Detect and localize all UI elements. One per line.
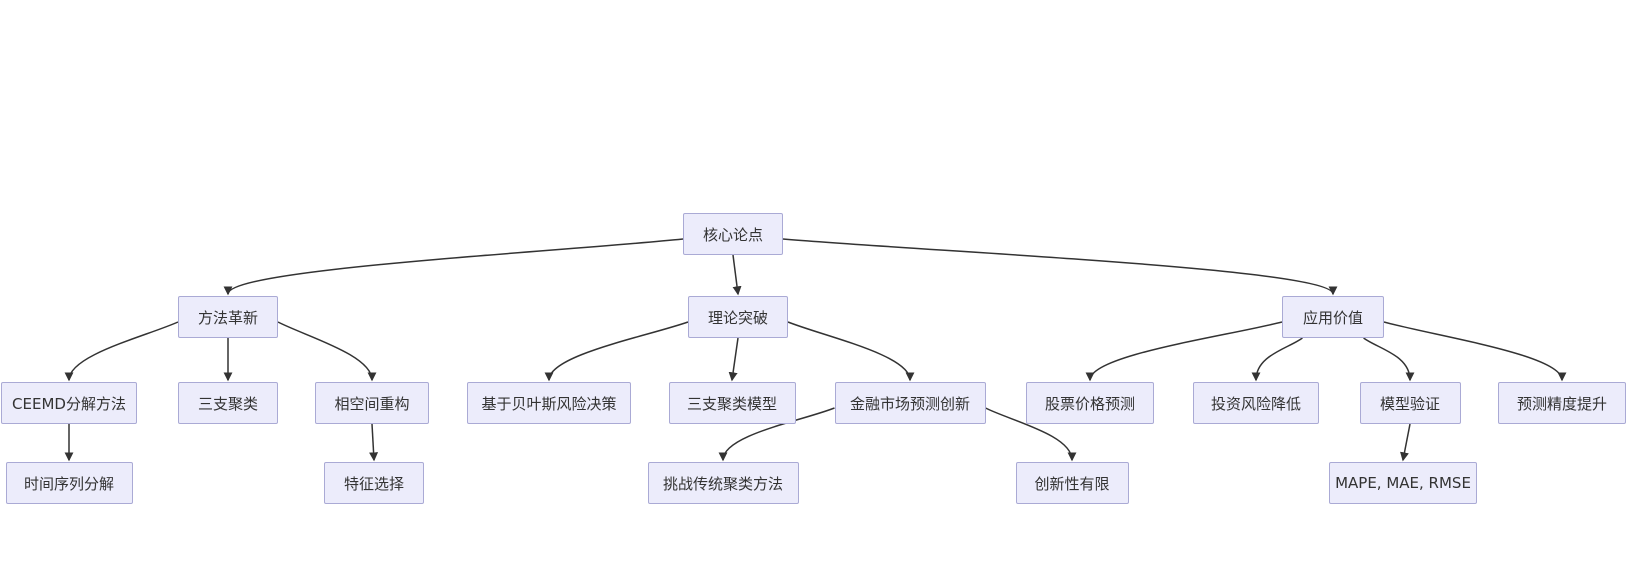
node-theory: 理论突破 (688, 296, 788, 338)
node-core: 核心论点 (683, 213, 783, 255)
node-method: 方法革新 (178, 296, 278, 338)
node-stock: 股票价格预测 (1026, 382, 1154, 424)
node-timeseries: 时间序列分解 (5, 462, 133, 504)
edge-application-invest (1251, 337, 1303, 382)
node-challenge: 挑战传统聚类方法 (647, 462, 799, 504)
edge-validate-mape (1400, 423, 1411, 462)
edge-method-phase (277, 321, 377, 382)
node-precision: 预测精度提升 (1498, 382, 1626, 424)
node-validate: 模型验证 (1359, 382, 1461, 424)
edge-theory-finance (787, 321, 915, 382)
node-feature: 特征选择 (324, 462, 424, 504)
node-phase: 相空间重构 (315, 382, 429, 424)
node-mape: MAPE, MAE, RMSE (1329, 462, 1477, 504)
edge-theory-twcmodel (728, 337, 739, 382)
node-ceemd: CEEMD分解方法 (1, 382, 137, 424)
edge-application-precision (1383, 321, 1567, 382)
edge-finance-limited (985, 407, 1077, 462)
edge-application-stock (1085, 321, 1283, 382)
node-application: 应用价值 (1282, 296, 1384, 338)
node-bayes: 基于贝叶斯风险决策 (467, 382, 631, 424)
edge-core-application (782, 238, 1338, 296)
node-threeway: 三支聚类 (178, 382, 278, 424)
edge-application-validate (1363, 337, 1415, 382)
edge-method-ceemd (64, 321, 179, 382)
node-invest: 投资风险降低 (1193, 382, 1319, 424)
edge-core-method (223, 238, 684, 296)
edge-core-theory (732, 254, 742, 296)
edge-finance-challenge (718, 407, 835, 462)
node-limited: 创新性有限 (1015, 462, 1129, 504)
edge-theory-bayes (544, 321, 689, 382)
node-twcmodel: 三支聚类模型 (668, 382, 796, 424)
edge-phase-feature (369, 423, 379, 462)
node-finance: 金融市场预测创新 (834, 382, 986, 424)
